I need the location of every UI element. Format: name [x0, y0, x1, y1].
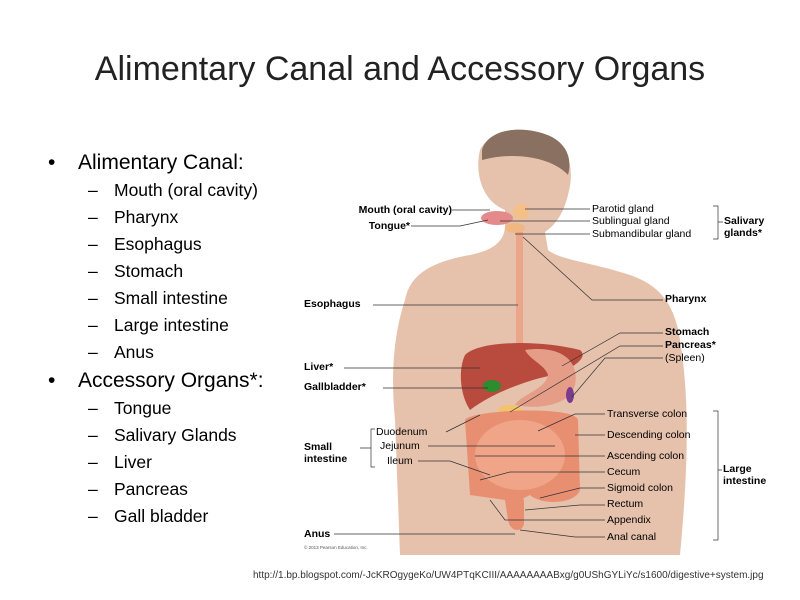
submandibular-gland	[505, 223, 525, 233]
small-intestine	[475, 420, 565, 490]
sub-bullet: Salivary Glands	[48, 422, 264, 449]
label-spleen: (Spleen)	[665, 352, 705, 364]
leader-lines	[334, 205, 723, 541]
label-anal-canal: Anal canal	[607, 531, 657, 543]
source-url: http://1.bp.blogspot.com/-JcKROgygeKo/UW…	[253, 570, 764, 581]
spleen	[566, 387, 574, 403]
label-duodenum: Duodenum	[376, 426, 428, 438]
gallbladder	[483, 380, 501, 392]
body-silhouette	[393, 131, 687, 556]
label-sigmoid-colon: Sigmoid colon	[607, 482, 673, 494]
stomach	[515, 349, 576, 407]
sub-bullet: Tongue	[48, 395, 264, 422]
sub-bullet: Liver	[48, 449, 264, 476]
sub-bullet: Stomach	[48, 258, 264, 285]
label-parotid: Parotid gland	[592, 203, 654, 215]
label-tongue: Tongue*	[368, 220, 410, 232]
bullet-alimentary-canal: Alimentary Canal:	[48, 148, 264, 177]
label-esophagus: Esophagus	[304, 298, 361, 310]
label-submandibular: Submandibular gland	[592, 228, 692, 240]
label-gallbladder: Gallbladder*	[304, 381, 366, 393]
sub-bullet: Large intestine	[48, 312, 264, 339]
copyright-notice: © 2013 Pearson Education, Inc.	[304, 545, 368, 550]
label-stomach: Stomach	[665, 326, 710, 338]
label-anus: Anus	[304, 528, 331, 540]
sub-bullet: Gall bladder	[48, 503, 264, 530]
sub-bullet: Pancreas	[48, 476, 264, 503]
label-pharynx: Pharynx	[665, 293, 707, 305]
bullet-list: Alimentary Canal: Mouth (oral cavity) Ph…	[48, 148, 264, 530]
label-ascending-colon: Ascending colon	[607, 450, 685, 462]
sub-bullet: Mouth (oral cavity)	[48, 177, 264, 204]
label-liver: Liver*	[304, 361, 334, 373]
esophagus	[516, 232, 523, 352]
sub-bullet: Anus	[48, 339, 264, 366]
label-appendix: Appendix	[607, 514, 651, 526]
label-mouth: Mouth (oral cavity)	[358, 204, 452, 216]
label-jejunum: Jejunum	[380, 440, 420, 452]
label-transverse-colon: Transverse colon	[607, 408, 688, 420]
hair	[482, 129, 570, 175]
label-rectum: Rectum	[607, 498, 644, 510]
sub-bullet: Small intestine	[48, 285, 264, 312]
label-large-intestine: Large intestine	[723, 463, 767, 487]
sub-bullet: Esophagus	[48, 231, 264, 258]
label-sublingual: Sublingual gland	[592, 215, 670, 227]
label-salivary-glands: Salivary glands*	[724, 215, 765, 239]
label-ileum: Ileum	[387, 455, 413, 467]
label-cecum: Cecum	[607, 466, 641, 478]
label-pancreas: Pancreas*	[665, 339, 716, 351]
label-small-intestine: Small intestine	[304, 441, 348, 465]
bullet-accessory-organs: Accessory Organs*:	[48, 366, 264, 395]
slide-title: Alimentary Canal and Accessory Organs	[94, 50, 706, 88]
mouth	[481, 211, 513, 225]
sub-bullet: Pharynx	[48, 204, 264, 231]
label-descending-colon: Descending colon	[607, 429, 691, 441]
rectum	[510, 495, 524, 530]
parotid-gland	[513, 204, 529, 220]
